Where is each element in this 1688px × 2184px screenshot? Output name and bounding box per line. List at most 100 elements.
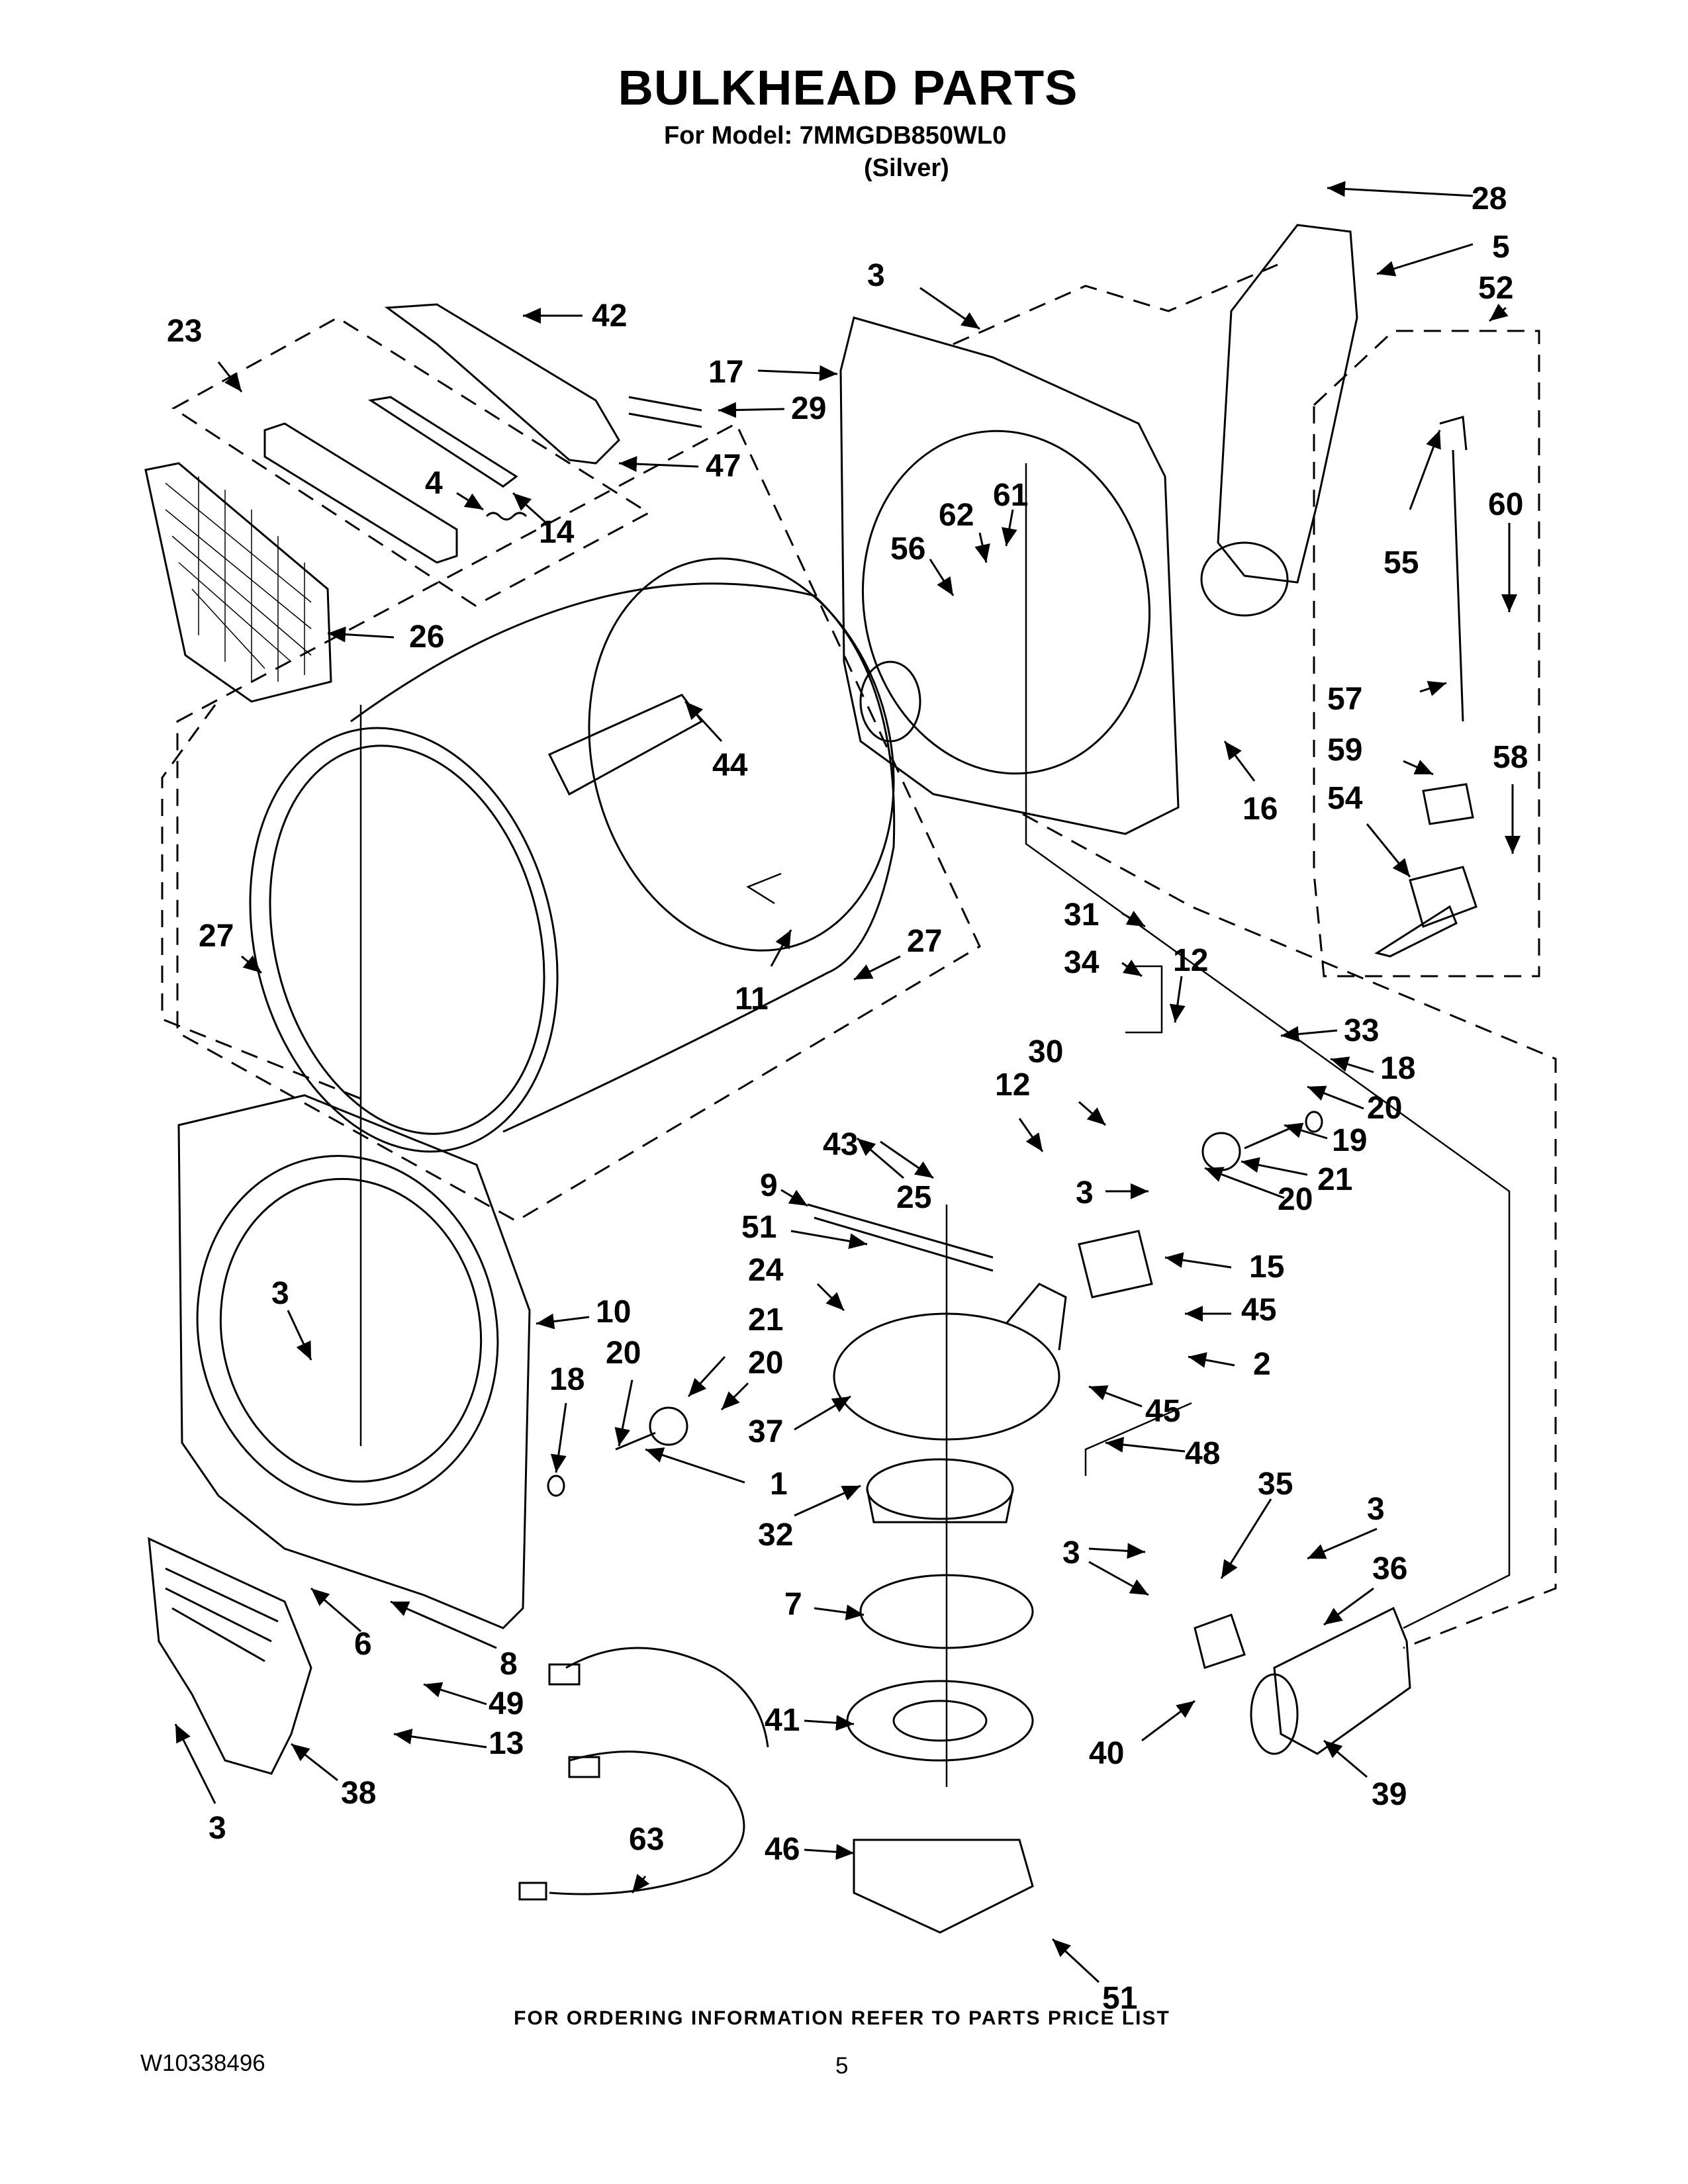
leader-33 [1280,1026,1338,1042]
callout-labels: 28 5 52 3 42 23 17 29 47 4 14 62 61 56 5… [167,181,1528,2016]
heater-duct-parts [1194,1606,1411,1755]
callout-61: 61 [993,478,1028,513]
filter-housing-parts [263,303,702,564]
drum [249,557,896,1153]
rear-bulkhead-ring [862,430,1150,775]
harness-wire-2 [549,1751,745,1895]
harness-connector-1 [548,1663,581,1686]
lint-screen-housing [384,303,620,465]
leader-61 [1002,509,1017,547]
leader-45-mid [1088,1385,1143,1408]
callout-3: 3 [867,258,885,293]
leader-52 [1489,303,1509,322]
leader-25 [857,1137,904,1179]
front-bulkhead-opening-inner [219,1177,483,1483]
leader-4 [456,492,484,511]
harness-connector-2 [568,1756,600,1778]
callout-21-right: 21 [1317,1162,1352,1197]
callout-5: 5 [1492,230,1510,265]
leader-21-left [687,1355,726,1398]
callout-48: 48 [1185,1436,1220,1471]
callout-49: 49 [489,1686,524,1721]
valve-shield [1422,783,1474,825]
callout-36: 36 [1372,1551,1407,1586]
callout-3-bottom: 3 [209,1811,226,1846]
leader-31 [1121,911,1146,928]
leader-35 [1220,1498,1272,1579]
duct [1078,1230,1153,1298]
leader-62 [974,532,990,563]
group-boundaries [161,263,1557,1649]
leader-27-left [241,955,262,974]
callout-14: 14 [539,515,575,550]
leader-43 [880,1140,934,1179]
leader-14 [512,492,547,524]
callout-3-right: 3 [1367,1492,1385,1527]
callout-44: 44 [712,748,748,783]
front-duct [148,1537,312,1775]
callout-19: 19 [1332,1123,1367,1158]
leader-32 [794,1484,861,1517]
leader-15 [1164,1252,1232,1269]
callout-2: 2 [1253,1347,1271,1382]
callout-34: 34 [1064,945,1100,980]
callout-35: 35 [1258,1467,1293,1502]
leader-28 [1327,181,1474,197]
heater-bracket [1194,1614,1246,1669]
callout-55: 55 [1383,545,1419,580]
callout-57: 57 [1327,682,1362,717]
callout-58: 58 [1493,740,1528,775]
trap-door [263,422,458,564]
front-bulkhead [177,1094,531,1629]
callout-38: 38 [341,1776,376,1811]
callout-18-left: 18 [549,1362,585,1397]
motor-route-outline [1022,813,1557,1649]
seal [628,396,702,428]
blower-wheel-fins [866,1488,1014,1524]
callout-6: 6 [354,1627,372,1662]
leader-49 [423,1682,487,1706]
rear-bulkhead-frame [839,316,1180,835]
callout-32: 32 [758,1518,793,1553]
leader-3-right [1307,1527,1378,1560]
lint-duct-body [1217,224,1358,584]
callout-30: 30 [1028,1034,1063,1069]
leader-18-left [550,1402,567,1473]
callout-27-left: 27 [199,919,234,954]
leader-24 [816,1283,845,1312]
page-title: BULKHEAD PARTS [618,60,1078,115]
model-number: For Model: 7MMGDB850WL0 [664,122,1007,150]
callout-51-top: 51 [741,1210,776,1245]
drum-baffle [547,694,704,796]
duct-cover [853,1839,1034,1934]
leader-12-mid [1018,1118,1044,1152]
leader-41 [804,1715,855,1731]
leader-38 [291,1743,338,1782]
leader-54 [1366,823,1411,878]
hose-elbow [1439,416,1468,451]
callout-9: 9 [760,1168,778,1203]
callout-3-mid: 3 [1076,1175,1094,1210]
callout-62: 62 [939,498,974,533]
leader-3-bottom [174,1723,216,1804]
document-number: W10338496 [140,2050,265,2076]
drum-group-outline [176,422,981,1222]
callout-17: 17 [708,355,743,390]
alignment-line-4 [1084,1402,1192,1476]
wire-harness [518,1647,769,1901]
leader-6 [310,1587,361,1633]
callout-23: 23 [167,314,202,349]
callout-4: 4 [425,466,443,501]
roller-right [1201,1132,1241,1171]
leader-59 [1403,760,1434,776]
heater-duct [1273,1606,1411,1755]
water-valve-parts [1374,416,1477,958]
callout-42: 42 [592,298,627,334]
leader-19 [1284,1122,1328,1140]
motor-mount [846,1680,1034,1762]
drum-front-rim-inner [269,745,545,1135]
leader-arrows [174,181,1521,1983]
callout-25: 25 [896,1180,931,1215]
belt [807,1203,994,1272]
harness-wire-1 [565,1647,769,1748]
